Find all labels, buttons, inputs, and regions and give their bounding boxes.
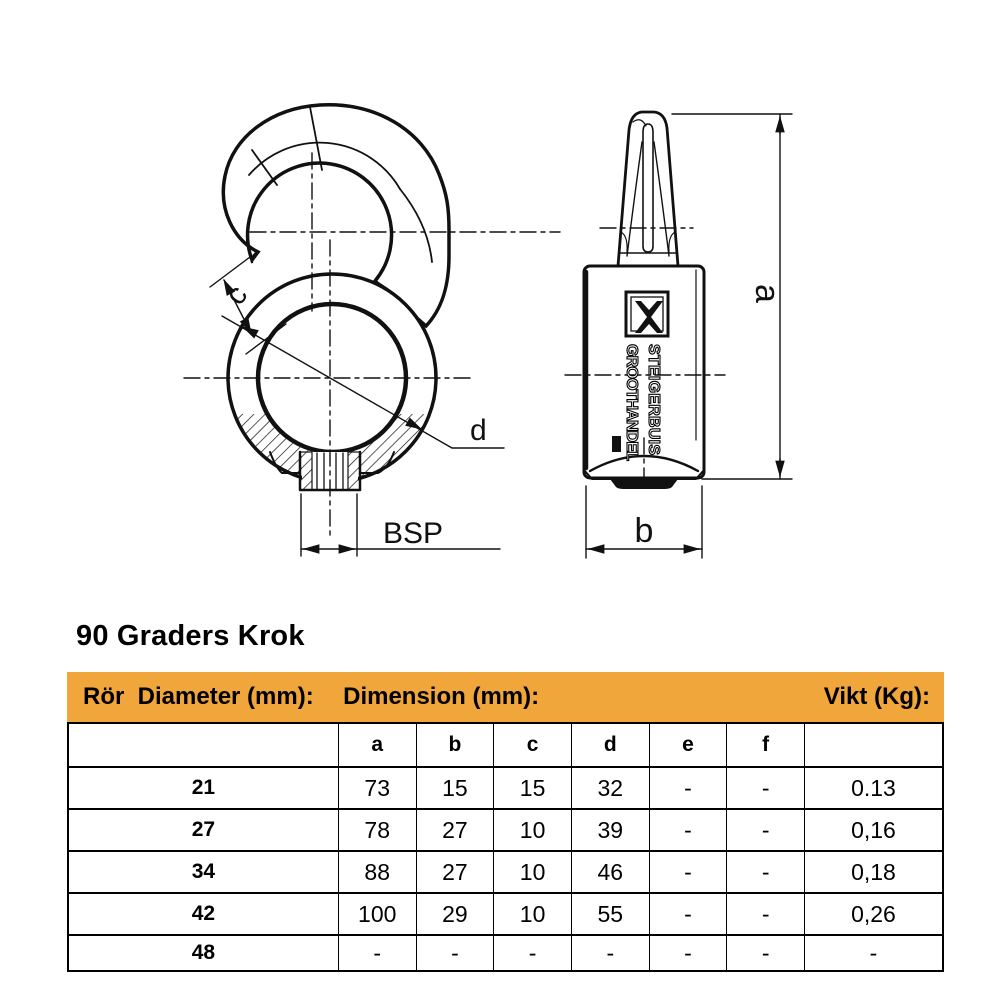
table-row: 42 100 29 10 55 - - 0,26	[69, 892, 942, 934]
subheader-weight-blank	[804, 724, 942, 766]
row-value: -	[726, 934, 804, 970]
row-value: 27	[415, 808, 494, 850]
row-value: -	[493, 934, 571, 970]
row-weight: 0,16	[804, 808, 942, 850]
dimension-d	[221, 315, 505, 449]
row-value: -	[648, 892, 727, 934]
brand-text-line2: GROOTHANDEL	[623, 344, 640, 462]
header-diameter: Rör Diameter (mm):	[83, 683, 314, 710]
subheader-blank	[69, 724, 338, 766]
row-value: 100	[337, 892, 416, 934]
row-value: -	[570, 934, 649, 970]
row-value: 10	[493, 808, 571, 850]
dimension-c	[209, 256, 287, 355]
table-row: 34 88 27 10 46 - - 0,18	[69, 850, 942, 892]
row-value: 73	[337, 766, 416, 808]
row-weight: -	[804, 934, 942, 970]
subheader-a: a	[337, 724, 416, 766]
row-value: 10	[493, 850, 571, 892]
row-value: 88	[337, 850, 416, 892]
row-value: -	[648, 934, 727, 970]
technical-drawing: c d BSP	[183, 103, 793, 559]
row-value: 29	[415, 892, 494, 934]
row-value: 39	[570, 808, 649, 850]
header-dimension: Dimension (mm):	[343, 683, 540, 710]
row-weight: 0,26	[804, 892, 942, 934]
fine-print-mark	[612, 436, 621, 452]
table-row: 27 78 27 10 39 - - 0,16	[69, 808, 942, 850]
table-subheader-row: a b c d e f	[69, 724, 942, 766]
row-value: 15	[493, 766, 571, 808]
subheader-b: b	[415, 724, 494, 766]
row-diameter: 34	[69, 850, 338, 892]
dimension-b	[585, 485, 703, 559]
brand-logo-icon	[624, 290, 670, 338]
table-rows: 21 73 15 15 32 - - 0.13 27 78 27 10 39 -…	[69, 766, 942, 970]
row-value: 32	[570, 766, 649, 808]
front-view-hook	[564, 110, 793, 559]
row-diameter: 42	[69, 892, 338, 934]
subheader-e: e	[648, 724, 727, 766]
dimension-bsp	[300, 493, 501, 557]
row-value: -	[648, 808, 727, 850]
label-d: d	[470, 414, 487, 447]
row-diameter: 48	[69, 934, 338, 970]
dimension-a	[671, 113, 793, 480]
row-value: -	[648, 766, 727, 808]
row-value: -	[726, 808, 804, 850]
header-weight: Vikt (Kg):	[823, 683, 930, 710]
subheader-d: d	[570, 724, 649, 766]
row-diameter: 21	[69, 766, 338, 808]
label-c: c	[219, 279, 254, 311]
table-row: 48 - - - - - - -	[69, 934, 942, 970]
table-row: 21 73 15 15 32 - - 0.13	[69, 766, 942, 808]
row-value: 10	[493, 892, 571, 934]
table-body: a b c d e f 21 73 15 15 32 - - 0.13 27 7…	[67, 722, 944, 972]
subheader-f: f	[726, 724, 804, 766]
row-value: 15	[415, 766, 494, 808]
row-weight: 0.13	[804, 766, 942, 808]
dimension-table: Rör Diameter (mm): Dimension (mm): Vikt …	[67, 672, 944, 972]
row-value: -	[726, 766, 804, 808]
row-value: 46	[570, 850, 649, 892]
brand-text-line1: STEIGERBUIS	[645, 344, 662, 456]
row-value: 78	[337, 808, 416, 850]
page-title: 90 Graders Krok	[76, 620, 305, 652]
row-value: -	[726, 850, 804, 892]
row-weight: 0,18	[804, 850, 942, 892]
label-bsp: BSP	[383, 517, 443, 550]
label-b: b	[635, 512, 654, 550]
row-value: -	[415, 934, 494, 970]
row-value: 27	[415, 850, 494, 892]
row-value: -	[648, 850, 727, 892]
side-view-hook	[183, 103, 561, 557]
label-a: a	[748, 284, 786, 303]
row-diameter: 27	[69, 808, 338, 850]
row-value: -	[337, 934, 416, 970]
row-value: -	[726, 892, 804, 934]
table-header-row: Rör Diameter (mm): Dimension (mm): Vikt …	[67, 672, 944, 722]
subheader-c: c	[493, 724, 571, 766]
row-value: 55	[570, 892, 649, 934]
